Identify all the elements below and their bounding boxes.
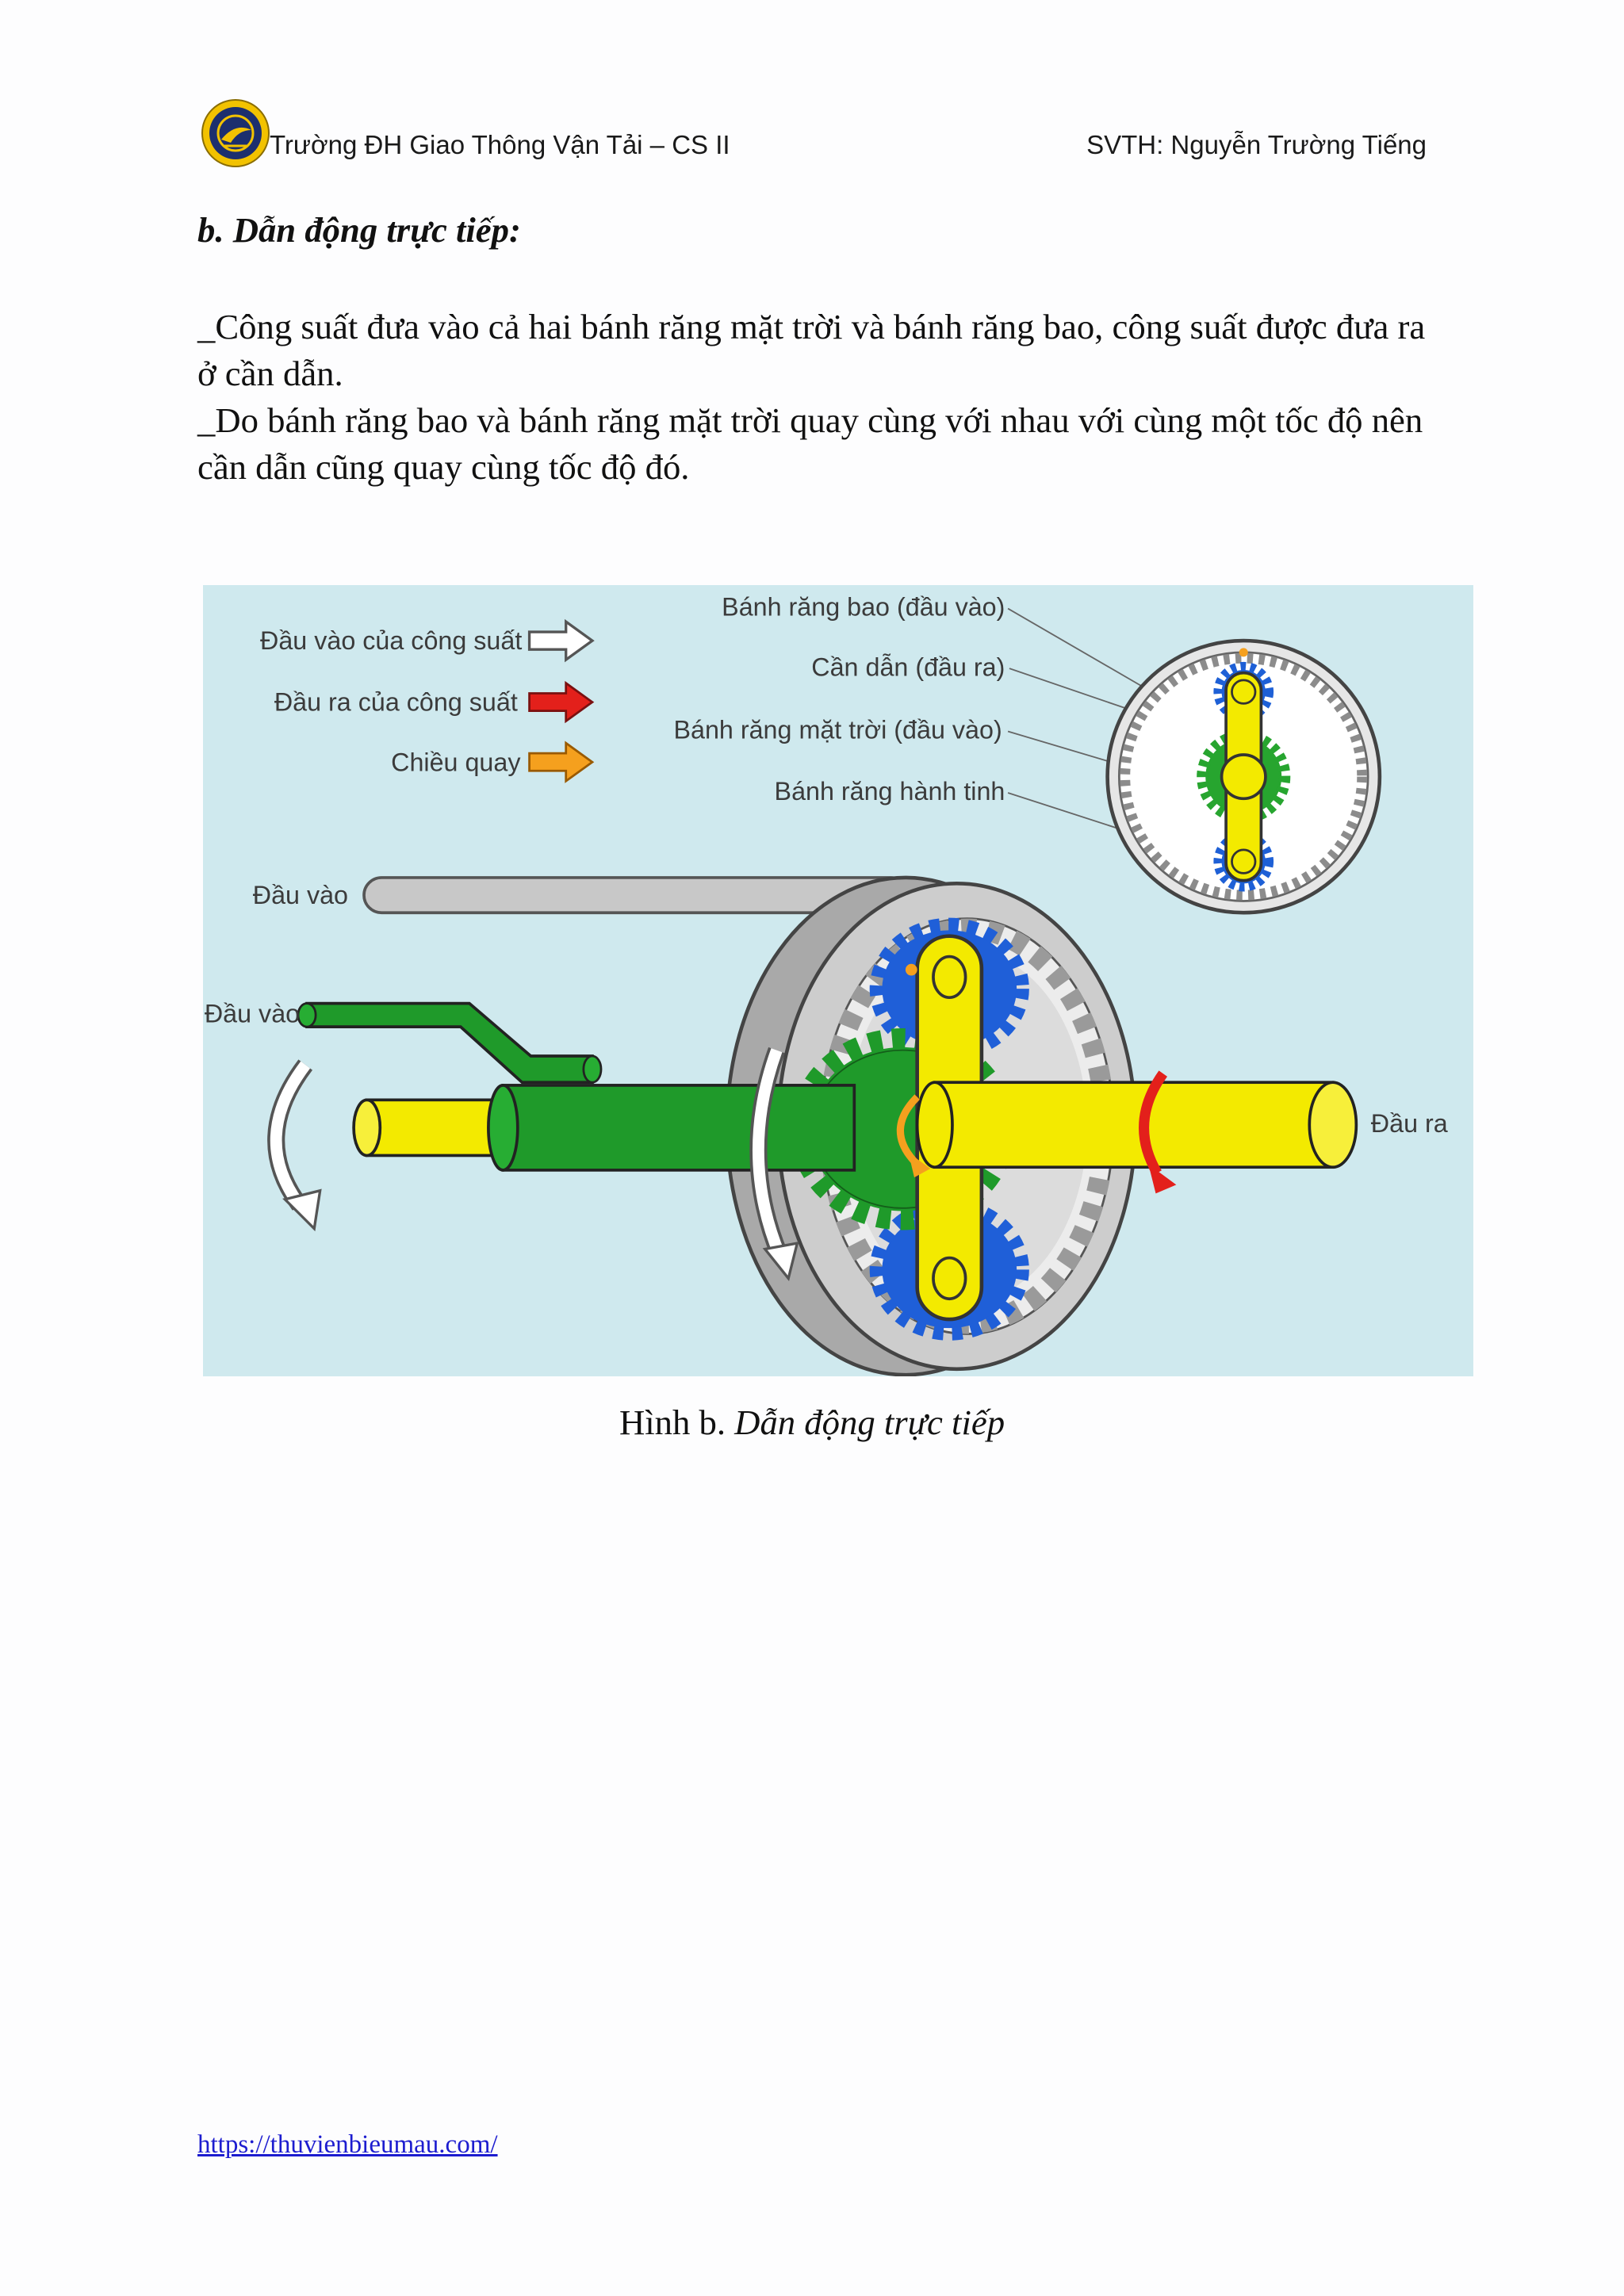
carrier-pin-top — [932, 955, 967, 1000]
callout-ring-gear: Bánh răng bao (đầu vào) — [722, 593, 1005, 622]
body-text: _Công suất đưa vào cả hai bánh răng mặt … — [197, 304, 1434, 491]
sun-input-lever-end — [297, 1002, 317, 1028]
lever-rotation-arrow — [270, 1061, 311, 1209]
inset-carrier-pin-bottom — [1231, 848, 1257, 874]
output-rotation-arrowhead-icon — [1148, 1164, 1177, 1194]
ring-rotation-arrowhead-icon — [762, 1242, 799, 1282]
header-student: SVTH: Nguyễn Trường Tiếng — [1086, 130, 1427, 159]
sun-input-lever-joint — [582, 1054, 603, 1084]
sun-input-shaft — [501, 1084, 856, 1172]
legend-label-power-input: Đầu vào của công suất — [260, 626, 522, 655]
section-heading: b. Dẫn động trực tiếp: — [197, 210, 521, 250]
planetary-gear-diagram: Đầu vào của công suất Đầu ra của công su… — [203, 585, 1473, 1376]
power-output-arrow-icon — [528, 680, 595, 724]
legend-label-rotation: Chiều quay — [391, 748, 521, 776]
inset-ring-marker — [1239, 648, 1248, 657]
inset-carrier-pin-top — [1231, 679, 1257, 705]
main-mechanism: Đầu vào Đầu vào Đầu ra — [205, 875, 1448, 1376]
leader-line-ring-gear — [1007, 607, 1145, 688]
power-input-arrow-icon — [527, 618, 595, 663]
inset-front-view — [1105, 638, 1382, 915]
lever-rotation-arrowhead-icon — [282, 1188, 322, 1232]
paragraph: _Công suất đưa vào cả hai bánh răng mặt … — [197, 307, 1426, 393]
rotation-direction-arrow-icon — [528, 740, 595, 783]
caption-title: Dẫn động trực tiếp — [734, 1402, 1005, 1442]
legend-label-power-output: Đầu ra của công suất — [274, 688, 518, 717]
callout-carrier: Cần dẫn (đầu ra) — [811, 652, 1005, 681]
sun-rotation-arrowhead-icon — [908, 1152, 931, 1178]
carrier-pin-bottom — [932, 1256, 967, 1301]
ring-marker — [905, 963, 917, 976]
output-shaft-end — [1308, 1081, 1358, 1169]
ring-input-label: Đầu vào — [253, 881, 348, 909]
output-rotation-arrow — [1139, 1070, 1168, 1176]
callout-planet-gears: Bánh răng hành tinh — [775, 777, 1005, 806]
paragraph: _Do bánh răng bao và bánh răng mặt trời … — [197, 400, 1423, 487]
footer: https://thuvienbieumau.com/ — [197, 2129, 498, 2160]
callout-sun-gear: Bánh răng mặt trời (đầu vào) — [673, 716, 1002, 744]
header-school: Trường ĐH Giao Thông Vận Tải – CS II — [270, 130, 730, 159]
footer-link[interactable]: https://thuvienbieumau.com/ — [197, 2130, 498, 2159]
left-yellow-shaft-end — [352, 1098, 382, 1158]
sun-input-shaft-end — [487, 1084, 519, 1172]
output-label: Đầu ra — [1371, 1109, 1448, 1138]
output-shaft — [933, 1081, 1335, 1169]
ring-rotation-arrow — [753, 1048, 786, 1257]
inset-carrier-hub — [1220, 753, 1267, 801]
sun-input-label: Đầu vào — [205, 1000, 300, 1028]
caption-label: Hình b. — [619, 1402, 726, 1442]
university-logo — [201, 99, 270, 167]
figure-caption: Hình b. Dẫn động trực tiếp — [0, 1399, 1624, 1446]
inset-ring-teeth — [1120, 652, 1368, 901]
carrier-hub — [915, 1081, 954, 1169]
legend: Đầu vào của công suất Đầu ra của công su… — [260, 618, 595, 783]
sun-rotation-arrow — [896, 1094, 920, 1164]
